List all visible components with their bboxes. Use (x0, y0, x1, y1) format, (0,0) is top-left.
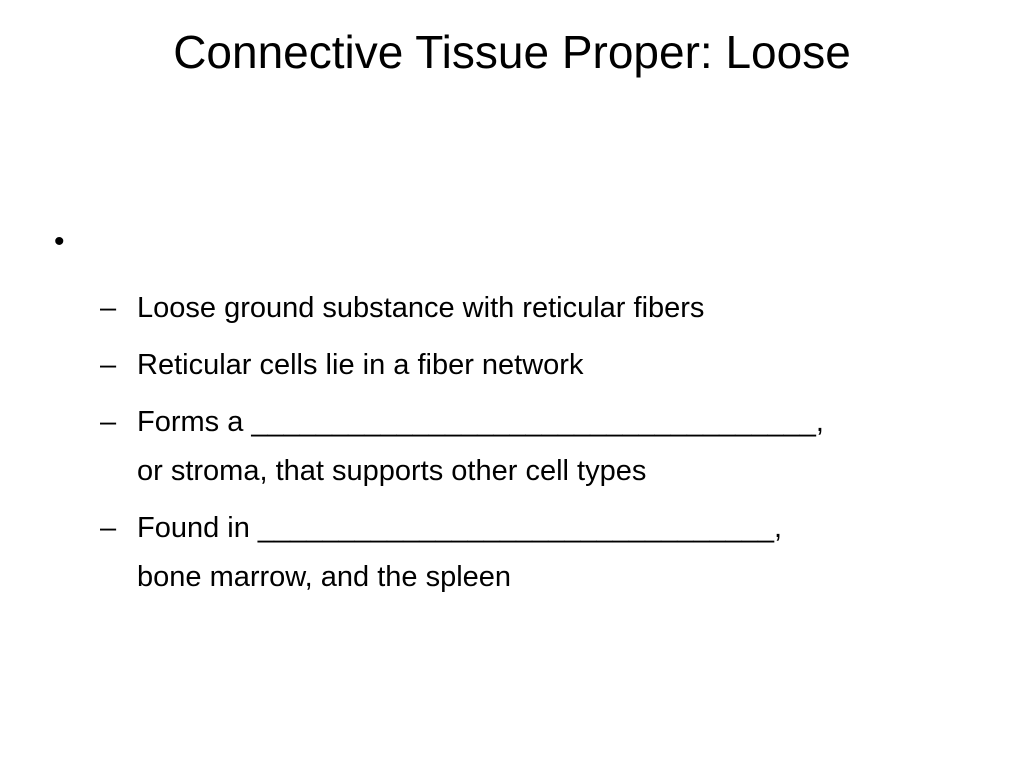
item-text: Forms a ________________________________… (137, 406, 824, 438)
slide-title: Connective Tissue Proper: Loose (173, 26, 851, 78)
item-text: Reticular cells lie in a fiber network (137, 349, 584, 381)
item-text-continuation: bone marrow, and the spleen (137, 561, 512, 593)
list-item: – Found in _____________________________… (100, 504, 980, 602)
list-item: – Loose ground substance with reticular … (100, 284, 980, 333)
dash-marker: – (100, 406, 117, 438)
dash-marker: – (100, 292, 117, 324)
item-text-continuation: or stroma, that supports other cell type… (137, 455, 647, 487)
list-item: – Forms a ______________________________… (100, 398, 980, 496)
dash-marker: – (100, 512, 117, 544)
empty-bullet: • (54, 225, 65, 258)
list-item: – Reticular cells lie in a fiber network (100, 341, 980, 390)
sub-bullet-list: – Loose ground substance with reticular … (100, 284, 980, 610)
dash-marker: – (100, 349, 117, 381)
item-text: Loose ground substance with reticular fi… (137, 292, 705, 324)
item-text: Found in _______________________________… (137, 512, 783, 544)
